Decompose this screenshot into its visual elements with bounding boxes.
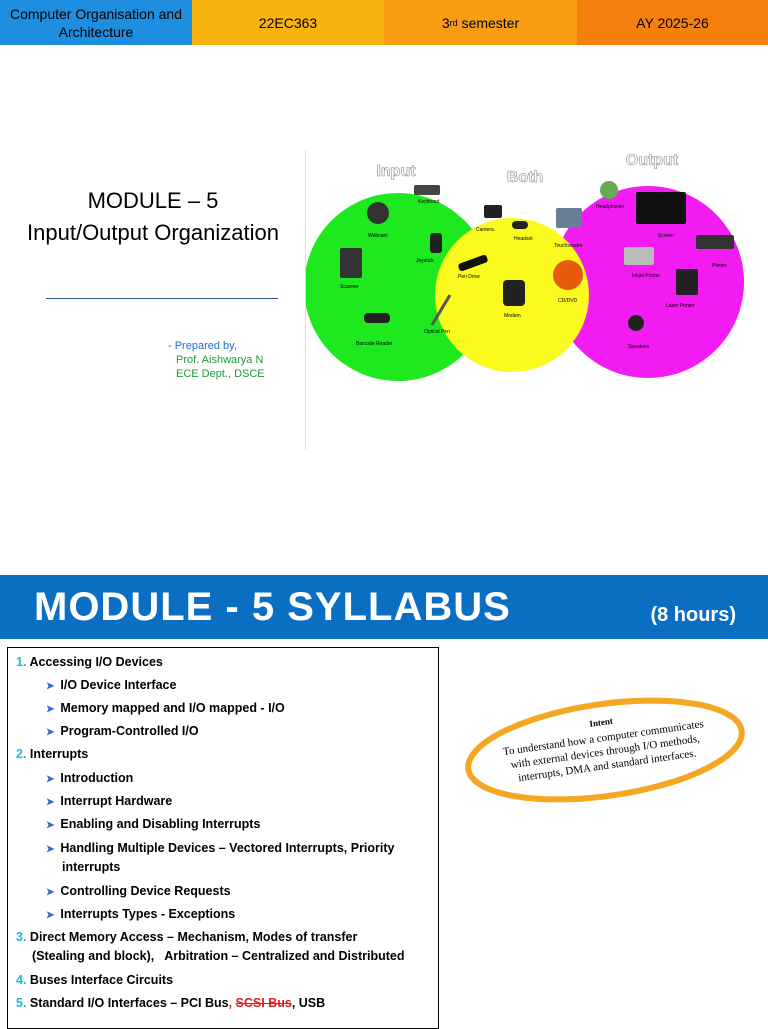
arrow-icon: ➤	[46, 797, 55, 808]
syllabus-list: 1. Accessing I/O Devices ➤I/O Device Int…	[7, 647, 439, 1029]
svg-text:Scanner: Scanner	[340, 284, 359, 290]
syllabus-subitem: ➤Controlling Device Requests	[46, 884, 231, 898]
joystick-icon	[430, 233, 442, 253]
svg-text:Keyboard: Keyboard	[418, 199, 440, 205]
intent-ellipse	[465, 697, 745, 803]
barcode-reader-icon	[364, 313, 390, 323]
svg-text:CD/DVD: CD/DVD	[558, 298, 578, 304]
syllabus-subitem: ➤Interrupts Types - Exceptions	[46, 907, 236, 921]
intent-callout: Intent To understand how a computer comm…	[465, 697, 745, 803]
svg-text:Joystick: Joystick	[416, 258, 434, 264]
syllabus-item: 3. Direct Memory Access – Mechanism, Mod…	[16, 930, 358, 944]
syllabus-subitem: ➤Memory mapped and I/O mapped - I/O	[46, 701, 285, 715]
syllabus-subitem: ➤Interrupt Hardware	[46, 794, 173, 808]
course-header: Computer Organisation and Architecture 2…	[0, 0, 768, 45]
arrow-icon: ➤	[46, 681, 55, 692]
syllabus-subitem: ➤Enabling and Disabling Interrupts	[46, 817, 261, 831]
arrow-icon: ➤	[46, 774, 55, 785]
syllabus-hours: (8 hours)	[650, 604, 736, 626]
svg-text:Camera: Camera	[476, 227, 494, 233]
screen-icon	[636, 192, 686, 224]
headphones-icon	[600, 181, 618, 199]
webcam-icon	[367, 202, 389, 224]
svg-text:Barcode Reader: Barcode Reader	[356, 341, 393, 347]
input-label: Input	[376, 163, 416, 180]
touchscreen-icon	[556, 208, 582, 228]
arrow-icon: ➤	[46, 727, 55, 738]
syllabus-item: 4. Buses Interface Circuits	[16, 973, 174, 987]
headset-icon	[512, 221, 528, 229]
syllabus-item: 2. Interrupts	[16, 747, 89, 761]
svg-text:Webcam: Webcam	[368, 233, 388, 239]
academic-year: AY 2025-26	[577, 0, 768, 45]
io-venn-diagram: Input Both Output Keyboard Webcam Joysti…	[306, 152, 744, 381]
module-title: MODULE – 5 Input/Output Organization	[27, 188, 279, 245]
syllabus-banner: MODULE - 5 SYLLABUS (8 hours)	[0, 575, 768, 639]
svg-text:Pen Drive: Pen Drive	[458, 274, 480, 280]
syllabus-subitem: ➤I/O Device Interface	[46, 678, 177, 692]
svg-text:Plotter: Plotter	[712, 263, 727, 269]
syllabus-item: 1. Accessing I/O Devices	[16, 655, 163, 669]
svg-text:Laser Printer: Laser Printer	[666, 303, 695, 309]
output-label: Output	[626, 152, 679, 169]
laser-printer-icon	[676, 269, 698, 295]
svg-text:Modem: Modem	[504, 313, 521, 319]
arrow-icon: ➤	[46, 910, 55, 921]
speakers-icon	[628, 315, 644, 331]
course-name: Computer Organisation and Architecture	[0, 0, 192, 45]
syllabus-subitem: ➤Handling Multiple Devices – Vectored In…	[46, 841, 395, 855]
svg-text:Touchscreen: Touchscreen	[554, 243, 583, 249]
pen-drive-icon	[458, 254, 488, 272]
camera-icon	[484, 205, 502, 218]
modem-icon	[503, 280, 525, 306]
arrow-icon: ➤	[46, 820, 55, 831]
svg-text:Speakers: Speakers	[628, 344, 650, 350]
keyboard-icon	[414, 185, 440, 195]
arrow-icon: ➤	[46, 887, 55, 898]
syllabus-item: 5. Standard I/O Interfaces – PCI Bus, SC…	[16, 996, 326, 1010]
optical-pen-icon	[430, 294, 452, 326]
syllabus-item-cont: (Stealing and block), Arbitration – Cent…	[32, 949, 405, 963]
arrow-icon: ➤	[46, 704, 55, 715]
title-underline	[46, 298, 278, 299]
syllabus-title: MODULE - 5 SYLLABUS	[34, 585, 511, 629]
svg-text:Optical Pen: Optical Pen	[424, 329, 450, 335]
svg-text:Inkjet Printer: Inkjet Printer	[632, 273, 660, 279]
prepared-by-block: - Prepared by, Prof. Aishwarya N ECE Dep…	[168, 340, 265, 380]
syllabus-subitem-cont: interrupts	[62, 860, 121, 874]
course-code: 22EC363	[192, 0, 384, 45]
both-label: Both	[507, 169, 543, 186]
svg-text:Headphones: Headphones	[596, 204, 625, 210]
svg-text:Screen: Screen	[658, 233, 674, 239]
plotter-icon	[696, 235, 734, 249]
syllabus-subitem: ➤Introduction	[46, 771, 134, 785]
syllabus-slide: MODULE - 5 SYLLABUS (8 hours) 1. Accessi…	[0, 575, 768, 1029]
svg-text:Headset: Headset	[514, 236, 533, 242]
output-circle	[552, 186, 744, 378]
scanner-icon	[340, 248, 362, 278]
intent-heading: Intent	[589, 716, 614, 729]
title-slide: MODULE – 5 Input/Output Organization - P…	[0, 45, 768, 612]
arrow-icon: ➤	[46, 844, 55, 855]
syllabus-subitem: ➤Program-Controlled I/O	[46, 724, 199, 738]
cd-dvd-icon	[553, 260, 583, 290]
struck-text: SCSI Bus	[235, 996, 292, 1010]
input-circle	[306, 193, 492, 381]
inkjet-printer-icon	[624, 247, 654, 265]
